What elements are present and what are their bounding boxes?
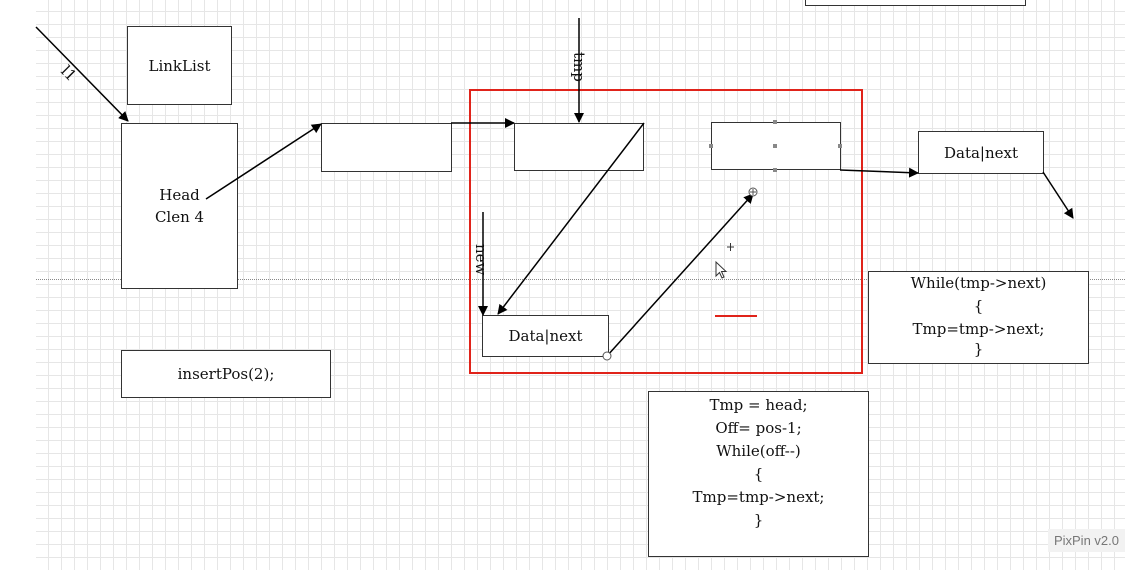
code-line: {	[973, 297, 984, 315]
linklist-box[interactable]: LinkList	[127, 26, 232, 105]
page-break-line	[36, 279, 1125, 280]
while-code-box[interactable]: While(tmp->next) { Tmp=tmp->next; }	[868, 271, 1089, 364]
tmp-label: tmp	[570, 52, 588, 82]
new-node-label: Data|next	[508, 327, 583, 345]
l1-arrow	[35, 26, 129, 122]
top-partial-box[interactable]	[805, 0, 1026, 6]
insert-code-box[interactable]: Tmp = head; Off= pos-1; While(off--) { T…	[648, 391, 869, 557]
left-margin	[0, 0, 36, 570]
code-line: Tmp = head;	[709, 396, 808, 414]
insertpos-box[interactable]: insertPos(2);	[121, 350, 331, 398]
new-next-arrow	[606, 193, 754, 357]
node2-to-new-arrow	[497, 122, 645, 315]
code-line: While(tmp->next)	[910, 274, 1047, 292]
code-line: }	[753, 511, 764, 529]
head-label: Head	[159, 186, 200, 204]
resize-handle[interactable]	[773, 168, 777, 172]
insertpos-label: insertPos(2);	[177, 365, 275, 383]
right-node-label: Data|next	[943, 143, 1019, 162]
node3-next-arrow	[839, 167, 919, 178]
list-node-1[interactable]	[321, 123, 452, 172]
resize-handle[interactable]	[709, 144, 713, 148]
code-line: Tmp=tmp->next;	[912, 320, 1045, 338]
watermark: PixPin v2.0	[1047, 529, 1125, 552]
connector-start-point	[602, 351, 612, 361]
center-handle[interactable]	[773, 144, 777, 148]
linklist-label: LinkList	[148, 56, 211, 75]
code-line: Off= pos-1;	[715, 419, 802, 437]
right-data-node[interactable]: Data|next	[918, 131, 1044, 174]
clen-label: Clen 4	[154, 208, 205, 226]
code-line: {	[753, 465, 764, 483]
head-next-arrow	[205, 123, 322, 200]
right-next-arrow	[1042, 171, 1074, 219]
list-node-2[interactable]	[514, 123, 644, 171]
code-line: Tmp=tmp->next;	[692, 488, 825, 506]
new-label: new	[472, 244, 490, 276]
resize-handle[interactable]	[838, 144, 842, 148]
mouse-pointer-icon	[715, 260, 728, 279]
new-data-node[interactable]: Data|next	[482, 315, 609, 357]
selection-rectangle[interactable]	[469, 89, 863, 374]
resize-handle[interactable]	[773, 120, 777, 124]
code-line: While(off--)	[716, 442, 801, 460]
code-line: }	[973, 340, 984, 358]
head-node[interactable]: Head Clen 4	[121, 123, 238, 289]
